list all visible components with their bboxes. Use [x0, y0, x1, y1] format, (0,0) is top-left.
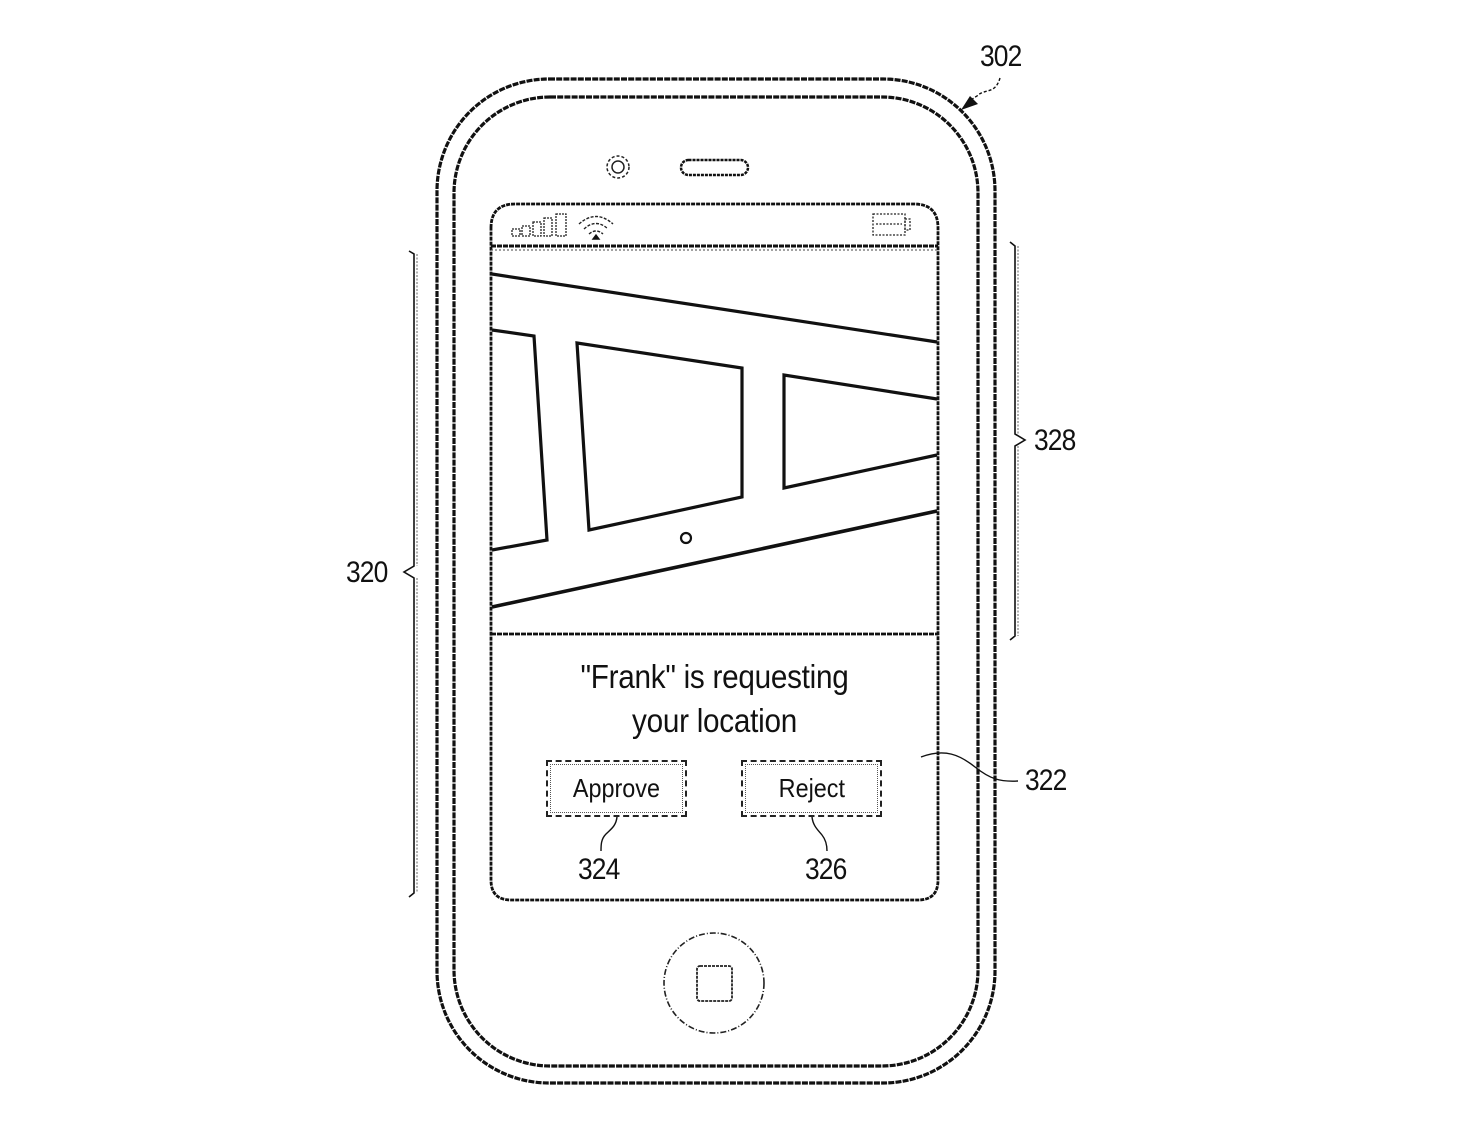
ref-label-326: 326 [805, 853, 847, 886]
ref-label-322: 322 [1025, 764, 1067, 797]
phone-inner-bezel [452, 95, 980, 1068]
signal-strength-icon [511, 213, 567, 237]
battery-icon [872, 213, 911, 236]
phone-outer-body [435, 77, 997, 1085]
reject-button-label: Reject [778, 773, 845, 803]
ref-326-leader [811, 816, 828, 852]
bracket-328 [1009, 241, 1027, 641]
camera-view-scene [491, 272, 938, 609]
ref-322-leader [920, 752, 1019, 782]
approve-button-label: Approve [572, 773, 661, 803]
location-request-message-line1: "Frank" is requesting [580, 658, 849, 695]
front-camera-icon [606, 155, 630, 179]
home-button-icon [663, 932, 765, 1034]
earpiece-speaker [679, 158, 750, 177]
bracket-320 [402, 250, 418, 898]
ref-302-leader [961, 77, 1001, 110]
screen-outline [489, 202, 940, 902]
approve-button[interactable]: Approve [546, 760, 687, 817]
location-marker-icon [679, 531, 693, 545]
ref-label-328: 328 [1034, 424, 1076, 457]
ref-label-324: 324 [578, 853, 620, 886]
ref-label-302: 302 [980, 40, 1022, 73]
wifi-icon [578, 215, 614, 240]
ref-324-leader [600, 816, 618, 852]
reject-button[interactable]: Reject [741, 760, 882, 817]
location-request-message-line2: your location [632, 702, 797, 739]
ref-label-320: 320 [346, 556, 388, 589]
